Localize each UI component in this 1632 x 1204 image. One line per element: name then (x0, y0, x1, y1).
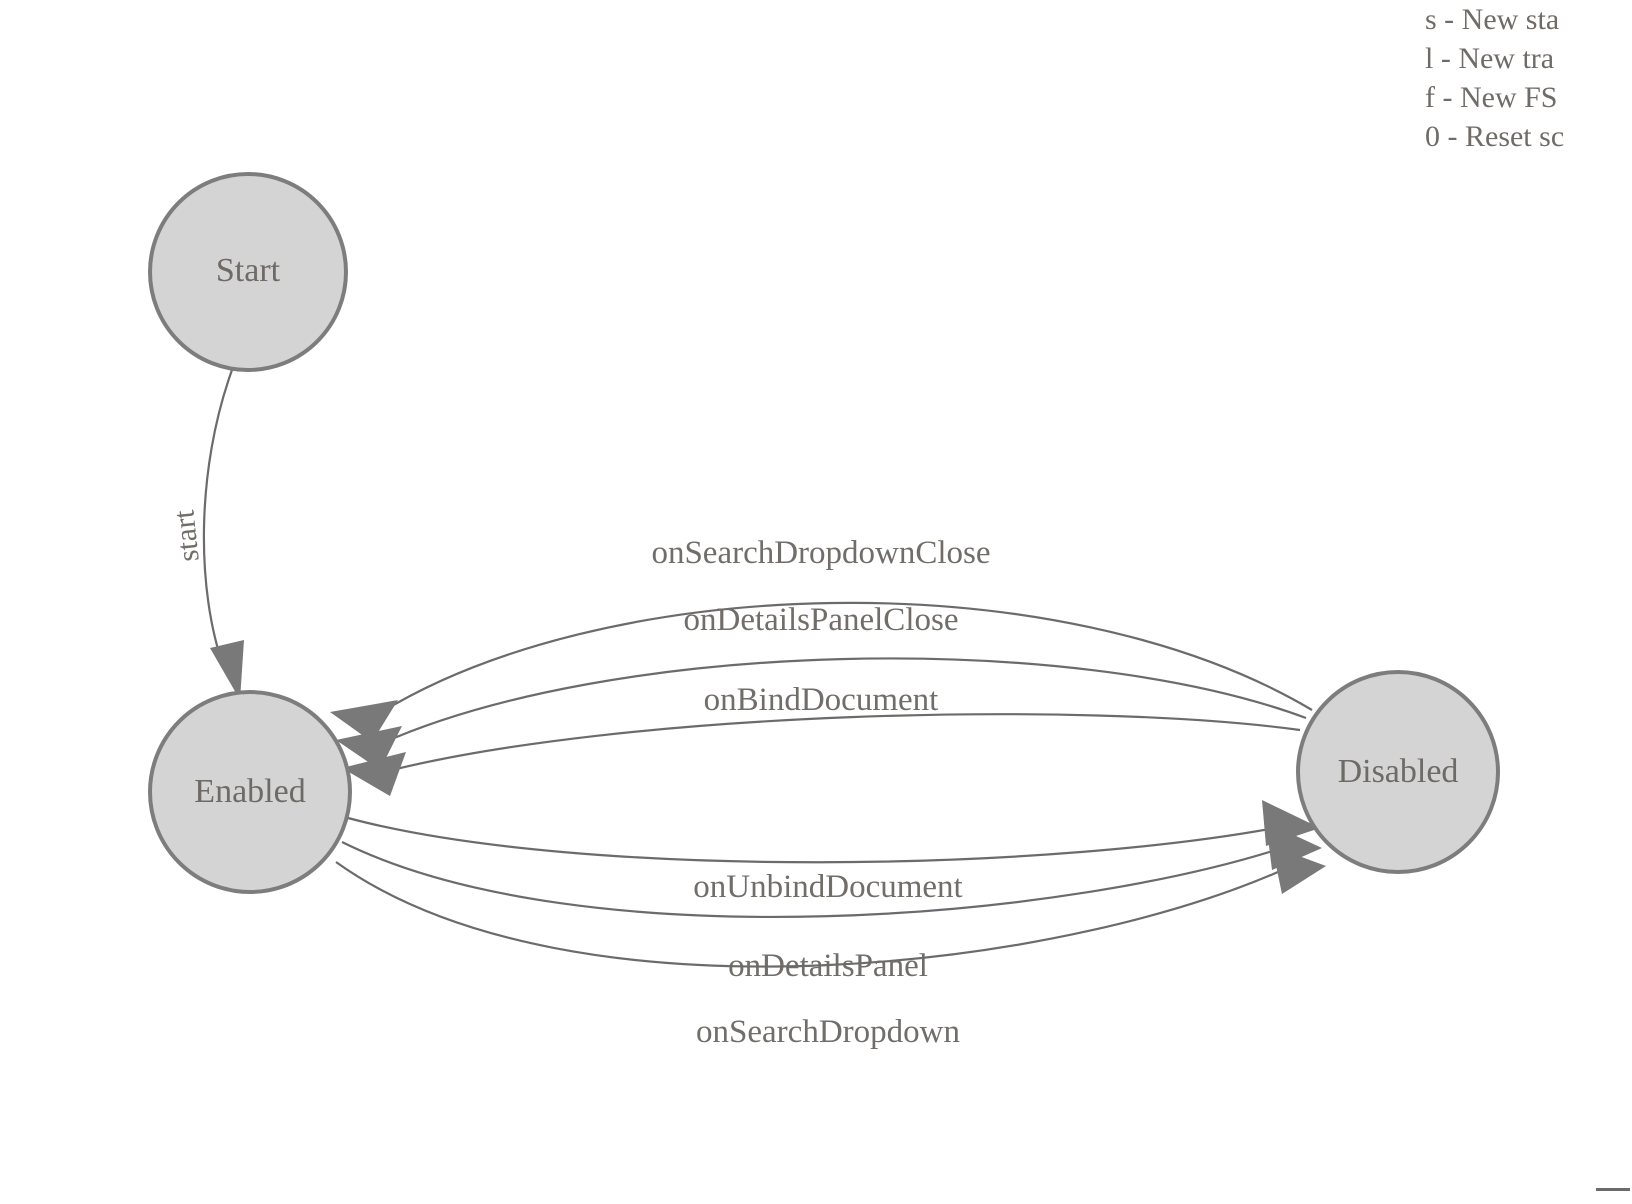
node-disabled-label: Disabled (1338, 753, 1459, 790)
edge-enabled-to-disabled-search-dropdown[interactable]: onSearchDropdown (335, 846, 1326, 1050)
edge-path-dis-en-1 (371, 601, 1313, 719)
edge-path-dis-en-3 (383, 713, 1301, 774)
edge-enabled-to-disabled-unbind-document[interactable]: onUnbindDocument (347, 800, 1320, 905)
node-disabled-circle[interactable] (1296, 670, 1500, 874)
node-start-label: Start (216, 252, 281, 289)
node-disabled[interactable]: Disabled (1296, 670, 1500, 874)
help-line-new-state: s - New sta (1425, 3, 1560, 36)
node-enabled-circle[interactable] (148, 690, 352, 894)
node-enabled-label: Enabled (194, 773, 305, 810)
bottom-edge-rule (1596, 1188, 1630, 1191)
edge-path-dis-en-2 (377, 657, 1307, 747)
edge-label-start: start (167, 508, 205, 563)
arrowhead-en-dis-3 (1272, 846, 1326, 894)
edge-path-start-enabled (202, 369, 234, 669)
edge-start-to-enabled[interactable]: start (167, 369, 244, 700)
help-line-new-fsm: f - New FS (1425, 81, 1558, 114)
help-line-reset: 0 - Reset sc (1425, 120, 1565, 153)
edge-label-ondetailspanelclose: onDetailsPanelClose (684, 602, 959, 638)
edge-path-en-dis-2 (341, 840, 1301, 918)
arrowhead-dis-en-1 (330, 700, 398, 742)
node-enabled[interactable]: Enabled (148, 690, 352, 894)
keyboard-shortcuts-help: s - New sta l - New tra f - New FS 0 - R… (1425, 0, 1632, 156)
edge-label-onsearchdropdownclose: onSearchDropdownClose (651, 535, 990, 571)
arrowhead-start-enabled (210, 640, 244, 700)
node-start[interactable]: Start (148, 172, 348, 372)
edge-label-onunbinddocument: onUnbindDocument (693, 869, 962, 905)
node-start-circle[interactable] (148, 172, 348, 372)
edge-path-en-dis-1 (347, 816, 1297, 864)
edge-disabled-to-enabled-search-close[interactable]: onSearchDropdownClose (330, 535, 1313, 742)
edge-label-onbinddocument: onBindDocument (704, 682, 939, 718)
help-line-new-transition: l - New tra (1425, 42, 1555, 75)
edge-path-en-dis-3 (335, 859, 1305, 968)
edge-disabled-to-enabled-bind-document[interactable]: onBindDocument (342, 682, 1301, 796)
arrowhead-dis-en-3 (342, 752, 406, 796)
edge-label-onsearchdropdown: onSearchDropdown (696, 1014, 960, 1050)
